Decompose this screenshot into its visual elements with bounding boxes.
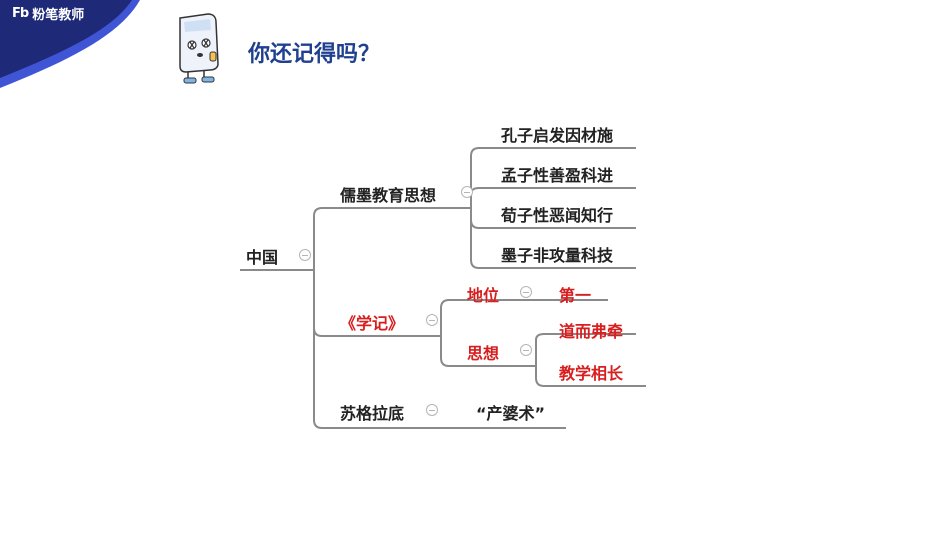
brand-corner-graphic: [0, 0, 140, 88]
node-position-label: 地位: [467, 286, 500, 305]
node-thought-leaf-1: 道而弗牵: [559, 322, 624, 341]
node-branch-socrates: 苏格拉底: [340, 404, 405, 423]
collapse-toggle-position[interactable]: [520, 286, 532, 298]
page-title: 你还记得吗？: [248, 42, 381, 67]
node-branch-confucian-mohist: 儒墨教育思想: [340, 186, 437, 205]
mind-map-connectors: [240, 147, 646, 429]
node-socrates-value: “产婆术”: [476, 404, 546, 423]
mind-map: 中国 儒墨教育思想 孔子启发因材施 孟子性善盈科进 荀子性恶闻知行 墨子非攻量科…: [236, 108, 656, 438]
collapse-toggle-root[interactable]: [299, 249, 311, 261]
node-thought-label: 思想: [467, 344, 500, 363]
brand-logo-mark: Fb: [12, 6, 29, 21]
node-leaf-mencius: 孟子性善盈科进: [501, 166, 614, 185]
node-leaf-mozi: 墨子非攻量科技: [501, 246, 614, 265]
node-branch-xueji: 《学记》: [340, 314, 405, 333]
node-root: 中国: [246, 248, 279, 267]
brand-logo: Fb 粉笔教师: [12, 4, 84, 23]
node-thought-leaf-2: 教学相长: [559, 364, 624, 383]
node-leaf-confucius: 孔子启发因材施: [501, 126, 614, 145]
brand-name: 粉笔教师: [32, 8, 85, 23]
collapse-toggle-branch1[interactable]: [461, 186, 473, 198]
node-position-value: 第一: [559, 286, 592, 305]
collapse-toggle-branch3[interactable]: [426, 404, 438, 416]
collapse-toggle-branch2[interactable]: [426, 314, 438, 326]
collapse-toggle-thought[interactable]: [520, 344, 532, 356]
node-leaf-xunzi: 荀子性恶闻知行: [501, 206, 614, 225]
mascot-illustration: [179, 13, 219, 84]
